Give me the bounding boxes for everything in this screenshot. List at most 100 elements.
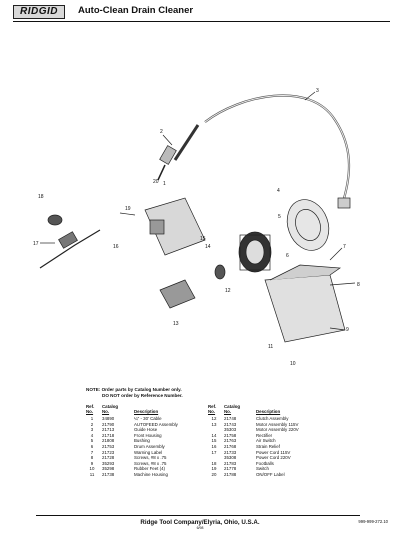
description-cell: Air Switch [256, 438, 276, 444]
table-row: 2 21790 AUTOFEED Assembly [86, 422, 206, 428]
catalog-cell: 21763 [224, 438, 237, 444]
description-cell: Rectifier [256, 432, 273, 438]
callout-18: 18 [38, 194, 44, 200]
callout-3: 3 [316, 88, 319, 94]
ref-cell: 19 [211, 466, 217, 472]
header-divider [13, 21, 390, 22]
ref-cell: 20 [211, 471, 217, 477]
callout-4: 4 [277, 188, 280, 194]
footer-date: 6/98 [196, 526, 204, 530]
ref-cell: 18 [211, 460, 217, 466]
table-row: 1 34890 ¼" - 30' Cable [86, 416, 206, 422]
table-row: 35303 Motor Assembly 220V [208, 427, 328, 433]
table-row: 5 21808 Bushing [86, 438, 206, 444]
football-drawing [47, 214, 63, 226]
table-row: 15 21763 Air Switch [208, 438, 328, 444]
callout-5: 5 [278, 214, 281, 220]
ref-cell: 13 [211, 421, 217, 427]
ordering-note: NOTE: Order parts by Catalog Number only… [86, 387, 183, 399]
ref-cell: 10 [89, 466, 95, 472]
description-header: Description [134, 409, 159, 414]
ref-cell: 4 [90, 432, 94, 438]
description-cell: Power Cord 220V [256, 455, 291, 461]
description-cell: ON/OFF Label [256, 471, 285, 477]
catalog-cell: 21808 [102, 438, 115, 444]
description-cell: Rubber Feet (4) [134, 466, 165, 472]
note-line-2: DO NOT order by Reference Number. [102, 393, 183, 398]
autofeed-drawing [173, 124, 200, 161]
ref-cell: 15 [211, 438, 217, 444]
catalog-cell: 21790 [102, 421, 115, 427]
description-cell: AUTOFEED Assembly [134, 421, 178, 427]
callout-8: 8 [357, 282, 360, 288]
ref-cell: 5 [90, 438, 94, 444]
catalog-cell: 35303 [224, 427, 237, 433]
catalog-cell: 21728 [102, 455, 115, 461]
callout-16: 16 [113, 244, 119, 250]
ridgid-logo: RIDGID [13, 5, 65, 19]
description-cell: Footballs [256, 460, 274, 466]
callout-12: 12 [225, 288, 231, 294]
catalog-cell: 35293 [102, 460, 115, 466]
ref-cell: 7 [90, 449, 94, 455]
parts-rows-left: 1 34890 ¼" - 30' Cable 2 21790 AUTOFEED Assem… [86, 416, 206, 478]
ref-cell: 12 [211, 416, 217, 421]
ref-cell: 1 [90, 416, 94, 421]
catalog-cell: 21713 [102, 427, 115, 433]
ref-cell: 6 [90, 443, 94, 449]
note-line-1: NOTE: Order parts by Catalog Number only… [86, 387, 182, 392]
catalog-cell: 21778 [224, 466, 237, 472]
callout-10: 10 [290, 361, 296, 367]
description-cell: ¼" - 30' Cable [134, 416, 162, 421]
ref-cell: 2 [90, 421, 94, 427]
callout-6: 6 [286, 253, 289, 259]
footer-divider [36, 515, 360, 516]
callout-19: 19 [125, 206, 131, 212]
catalog-cell: 21748 [224, 416, 237, 421]
description-cell: Motor Assembly 220V [256, 427, 299, 433]
description-cell: Motor Assembly 115V [256, 421, 299, 427]
callout-15: 15 [200, 236, 206, 242]
callout-14: 14 [205, 244, 211, 250]
exploded-parts-diagram: 1 2 3 4 5 6 7 8 9 10 11 12 13 14 15 16 1… [33, 88, 360, 367]
description-cell: Warning Label [134, 449, 163, 455]
catalog-cell: 35308 [224, 455, 237, 461]
description-cell: Drum Assembly [134, 443, 165, 449]
clutch-drawing [214, 264, 226, 280]
description-header: Description [256, 409, 281, 414]
callout-20: 20 [153, 179, 159, 185]
callout-9: 9 [346, 327, 349, 333]
document-number: 999-999-272.10 [358, 519, 388, 524]
description-cell: Bushing [134, 438, 150, 444]
description-cell: Strain Relief [256, 443, 280, 449]
description-cell: Screws, #8 x .75 [134, 460, 167, 466]
catalog-cell: 34890 [102, 416, 115, 421]
catalog-cell: 21783 [224, 460, 237, 466]
callout-1: 1 [163, 181, 166, 187]
catalog-cell: 21753 [102, 443, 115, 449]
catalog-cell: 21768 [224, 443, 237, 449]
catalog-cell: 21758 [224, 432, 237, 438]
ref-cell: 3 [90, 427, 94, 433]
callout-13: 13 [173, 321, 179, 327]
ref-cell: 17 [211, 449, 217, 455]
description-cell: Power Cord 115V [256, 449, 291, 455]
callout-11: 11 [268, 344, 273, 350]
callout-2: 2 [160, 129, 163, 135]
motor-assembly-drawing [144, 197, 206, 256]
footer-company: Ridge Tool Company/Elyria, Ohio, U.S.A. [140, 519, 260, 526]
